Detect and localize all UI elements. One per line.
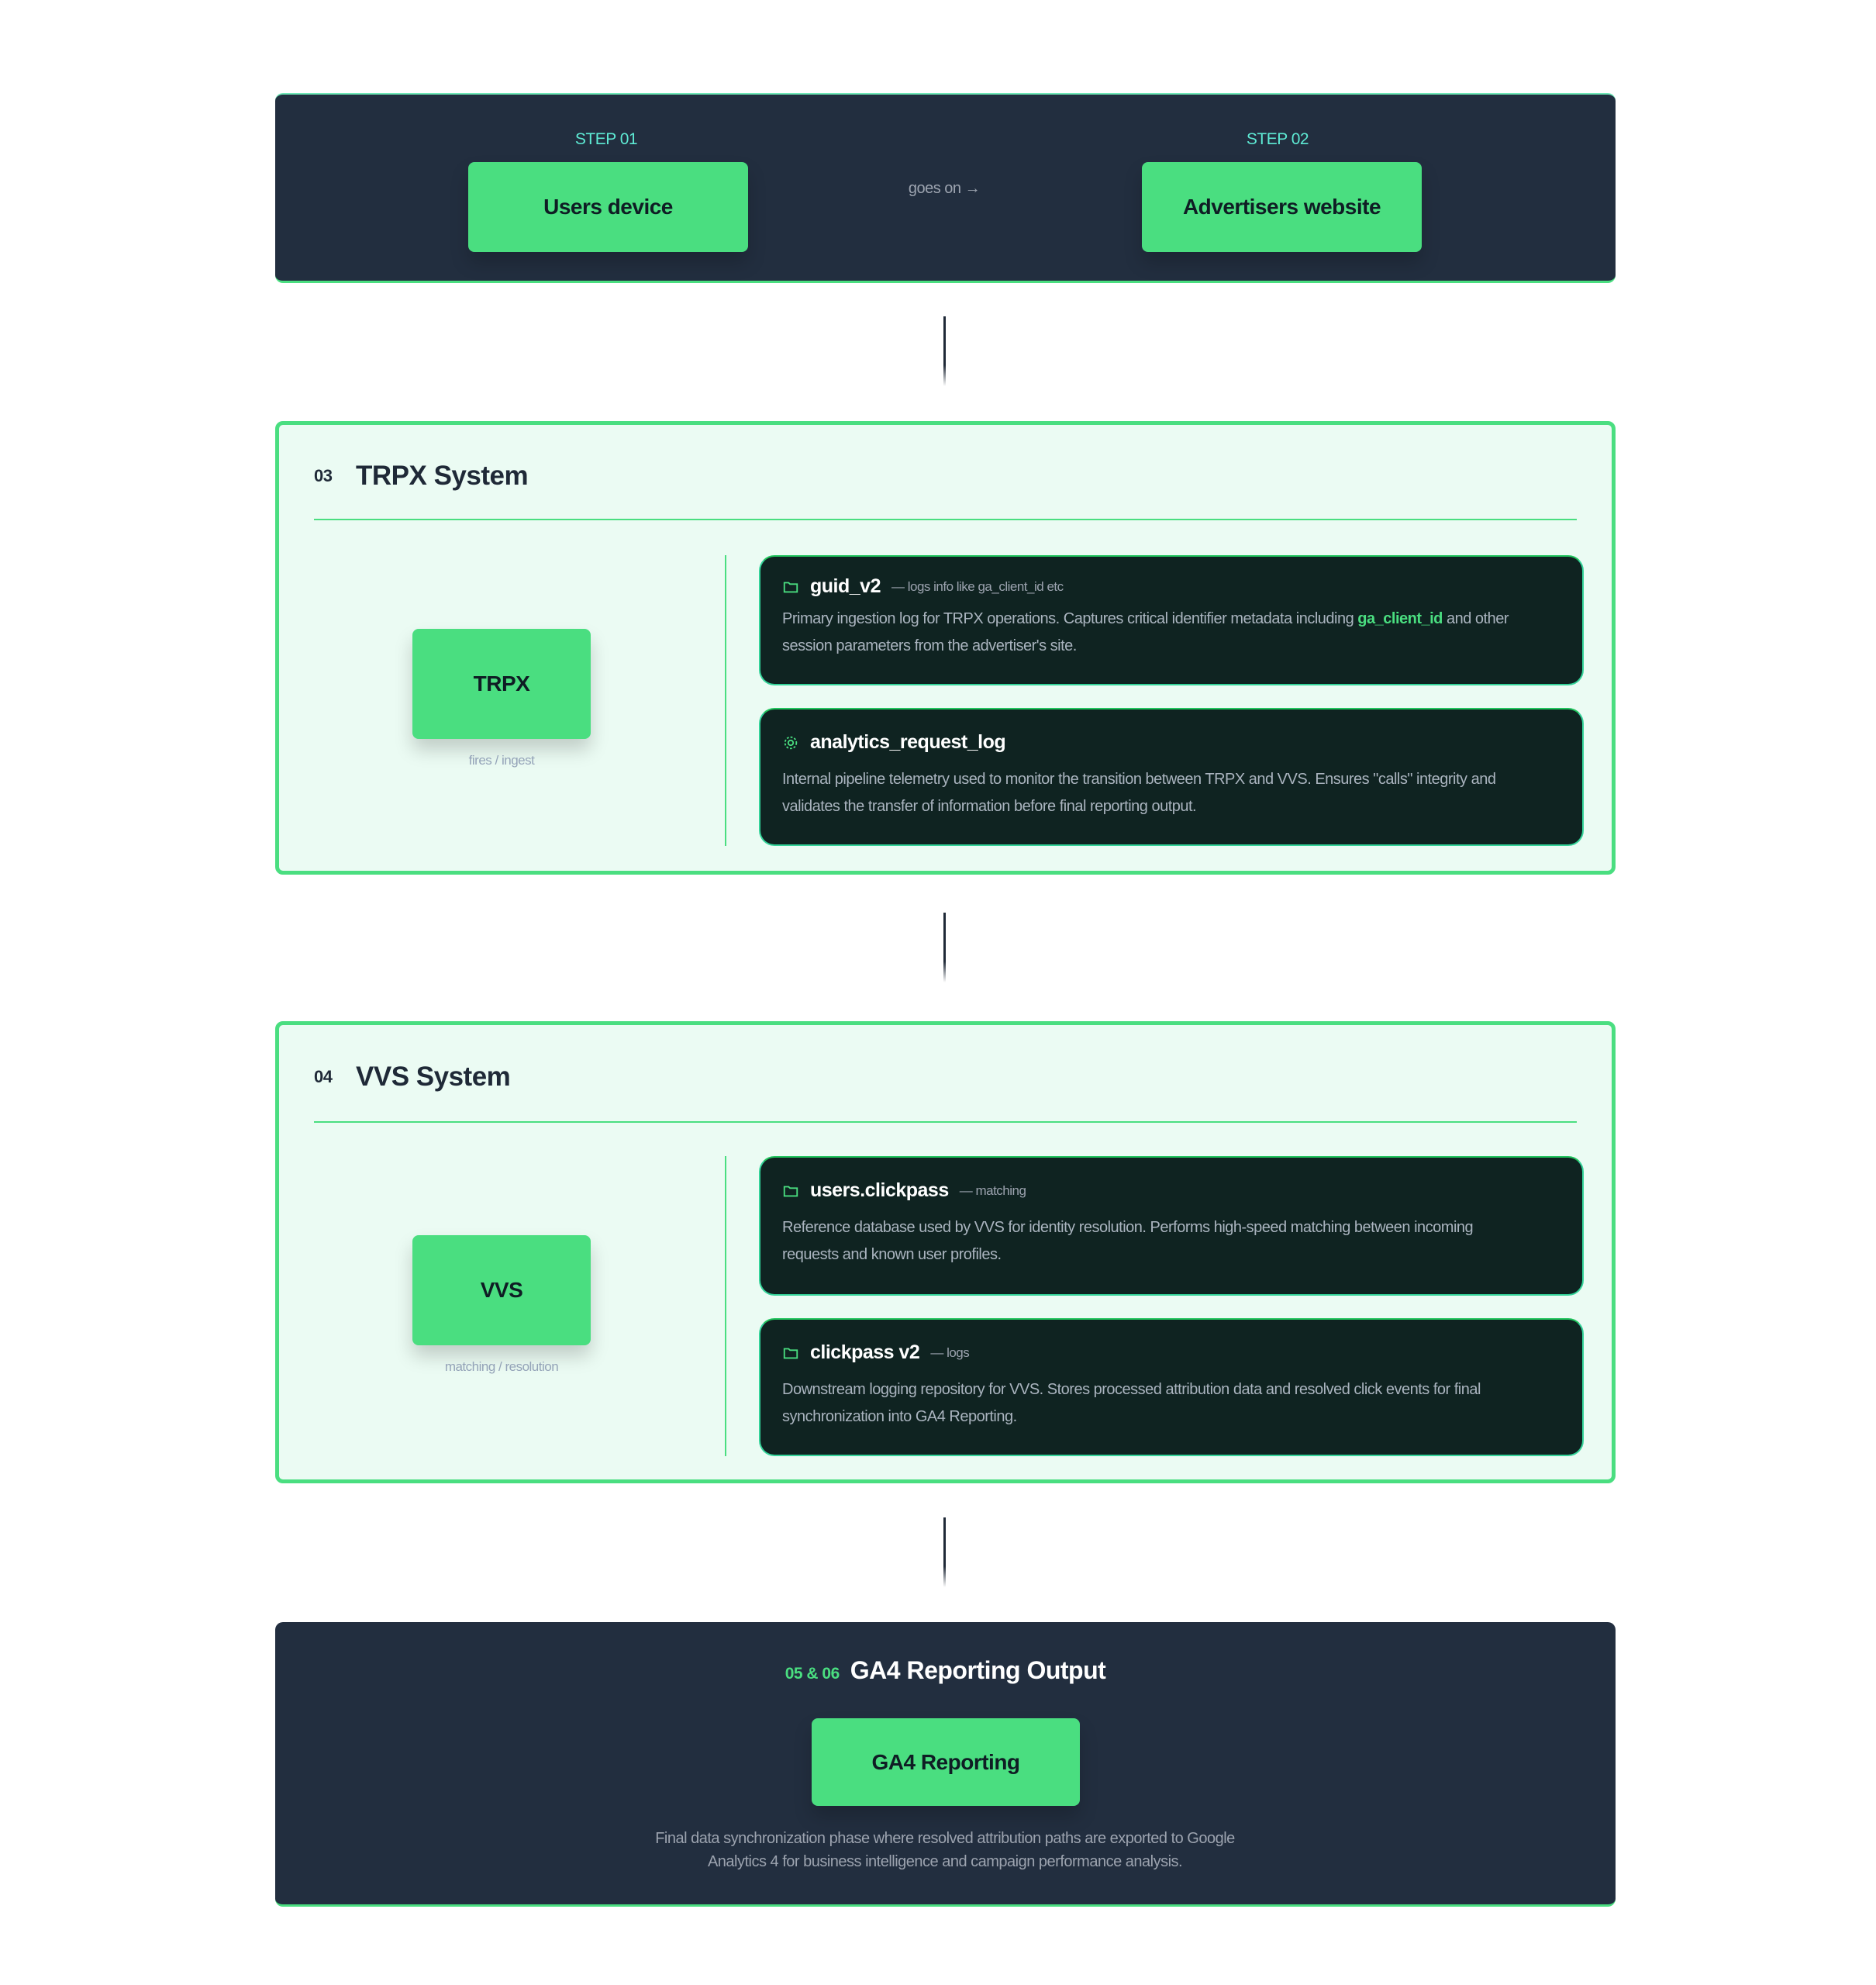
gear-icon — [784, 736, 798, 749]
step-01-label: STEP 01 — [574, 130, 638, 148]
ga4-header: 05 & 06 GA4 Reporting Output — [275, 1656, 1616, 1685]
vertical-divider — [725, 555, 726, 846]
advertisers-website-node[interactable]: Advertisers website — [1142, 162, 1422, 252]
connector-line — [943, 1517, 946, 1587]
section-number: 04 — [314, 1067, 333, 1086]
card-description: Internal pipeline telemetry used to moni… — [782, 771, 1496, 815]
ga-client-id-highlight: ga_client_id — [1357, 610, 1443, 627]
description-text: Primary ingestion log for TRPX operation… — [782, 610, 1358, 627]
card-description: Downstream logging repository for VVS. S… — [782, 1381, 1481, 1425]
card-title: clickpass v2 — [810, 1341, 920, 1363]
ga4-reporting-node[interactable]: GA4 Reporting — [812, 1718, 1080, 1806]
card-subtitle: — logs info like ga_client_id etc — [891, 578, 1064, 594]
log-card-clickpass-v2[interactable]: clickpass v2 — logs Downstream logging r… — [759, 1318, 1584, 1456]
section-divider — [314, 519, 1577, 520]
section-divider — [314, 1121, 1577, 1123]
step-02-label: STEP 02 — [1246, 130, 1309, 148]
connector-line — [943, 316, 946, 386]
ga4-panel: 05 & 06 GA4 Reporting Output GA4 Reporti… — [275, 1622, 1616, 1907]
section-number: 03 — [314, 466, 333, 485]
vvs-caption: matching / resolution — [444, 1359, 559, 1374]
description-text: and other session parameters from the ad… — [782, 610, 1509, 654]
steps-panel: STEP 01 Users device goes on → STEP 02 A… — [275, 93, 1616, 283]
vertical-divider — [725, 1156, 726, 1456]
section-title: TRPX System — [356, 461, 529, 491]
section-title: GA4 Reporting Output — [850, 1656, 1106, 1684]
card-title: users.clickpass — [810, 1179, 949, 1201]
section-title: VVS System — [356, 1062, 511, 1092]
goes-on-label: goes on → — [908, 180, 981, 197]
connector-line — [943, 913, 946, 982]
log-card-users-clickpass[interactable]: users.clickpass — matching Reference dat… — [759, 1156, 1584, 1296]
trpx-node[interactable]: TRPX — [412, 629, 591, 739]
section-number: 05 & 06 — [785, 1665, 840, 1683]
users-device-node[interactable]: Users device — [468, 162, 748, 252]
ga4-description: Final data synchronization phase where r… — [655, 1830, 1235, 1870]
trpx-caption: fires / ingest — [468, 753, 535, 768]
log-card-guid-v2[interactable]: guid_v2 — logs info like ga_client_id et… — [759, 555, 1584, 685]
folder-icon — [783, 582, 798, 592]
card-description: Reference database used by VVS for ident… — [782, 1219, 1474, 1263]
card-subtitle: — matching — [959, 1182, 1026, 1198]
vvs-node[interactable]: VVS — [412, 1235, 591, 1345]
card-description: Primary ingestion log for TRPX operation… — [782, 606, 1511, 660]
folder-icon — [783, 1348, 798, 1358]
card-title: analytics_request_log — [810, 731, 1006, 753]
log-card-analytics-request-log[interactable]: analytics_request_log Internal pipeline … — [759, 708, 1584, 846]
folder-icon — [783, 1186, 798, 1196]
card-subtitle: — logs — [930, 1345, 970, 1360]
card-title: guid_v2 — [810, 575, 881, 597]
